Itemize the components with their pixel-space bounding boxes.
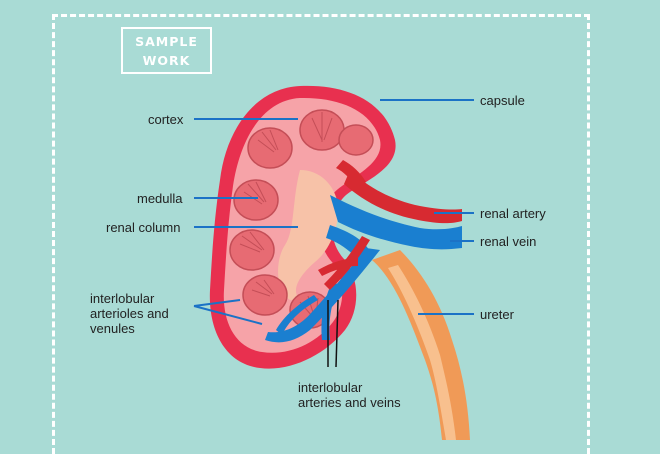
dashed-frame bbox=[52, 14, 590, 454]
label-cortex: cortex bbox=[148, 112, 184, 127]
label-interlobular-arteries: interlobular arteries and veins bbox=[298, 380, 401, 410]
pyramid-3 bbox=[247, 127, 293, 169]
label-renal-column: renal column bbox=[106, 220, 181, 235]
pyramid-2 bbox=[338, 124, 374, 156]
renal-artery-branch-1 bbox=[336, 160, 366, 188]
renal-vein-branch-4 bbox=[276, 295, 318, 335]
label-interlobular-arterioles: interlobular arterioles and venules bbox=[90, 291, 169, 336]
label-interlobular-arterioles-line-3: venules bbox=[90, 321, 135, 336]
label-interlobular-arterioles-line-2: arterioles and bbox=[90, 306, 169, 321]
label-medulla: medulla bbox=[137, 191, 183, 206]
ureter-highlight bbox=[388, 265, 456, 440]
renal-vein bbox=[330, 195, 462, 250]
watermark-line-2: WORK bbox=[142, 53, 191, 68]
label-interlobular-arterioles-line-1: interlobular bbox=[90, 291, 155, 306]
kidney-diagram bbox=[193, 85, 474, 440]
leader-lines bbox=[193, 99, 474, 325]
ureter bbox=[372, 250, 470, 440]
renal-artery bbox=[344, 170, 462, 224]
renal-pelvis bbox=[278, 170, 339, 300]
leader-interlobular-arteries bbox=[327, 299, 339, 368]
pyramid-5 bbox=[229, 229, 275, 271]
leader-arterioles-2 bbox=[193, 305, 263, 325]
watermark-line-1: SAMPLE bbox=[135, 34, 198, 49]
renal-vein-branch-3 bbox=[321, 282, 340, 340]
label-interlobular-arteries-line-1: interlobular bbox=[298, 380, 363, 395]
label-capsule: capsule bbox=[480, 93, 525, 108]
label-ureter: ureter bbox=[480, 307, 514, 322]
label-interlobular-arteries-line-2: arteries and veins bbox=[298, 395, 401, 410]
pyramid-6 bbox=[242, 274, 288, 316]
renal-artery-branch-3 bbox=[318, 258, 358, 276]
label-renal-vein: renal vein bbox=[480, 234, 537, 249]
leader-arterioles-1 bbox=[193, 299, 241, 307]
renal-vein-branch-2 bbox=[265, 248, 380, 343]
label-renal-artery: renal artery bbox=[480, 206, 546, 221]
sample-work-watermark: SAMPLE WORK bbox=[121, 27, 212, 74]
